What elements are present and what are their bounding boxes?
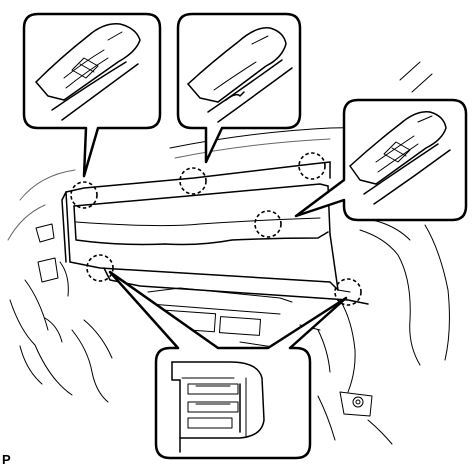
clip-icon [187,27,293,123]
figure-corner-label: P [2,452,11,467]
clip-location-marker [254,210,282,238]
clip-detail-callout-bottom [108,270,348,460]
clip-icon [171,361,265,453]
clip-icon [35,23,141,121]
clip-location-marker [70,181,98,209]
clip-location-marker [298,152,326,180]
clip-location-marker [334,278,362,306]
clip-detail-callout-top-left [22,12,162,178]
clip-location-marker [86,254,114,282]
trim-panel [61,161,369,305]
clip-icon [349,111,451,205]
clip-locations [70,152,362,306]
clip-location-marker [179,167,207,195]
clip-detail-callout-top-middle [176,12,302,164]
clip-detail-callout-right [294,98,468,222]
